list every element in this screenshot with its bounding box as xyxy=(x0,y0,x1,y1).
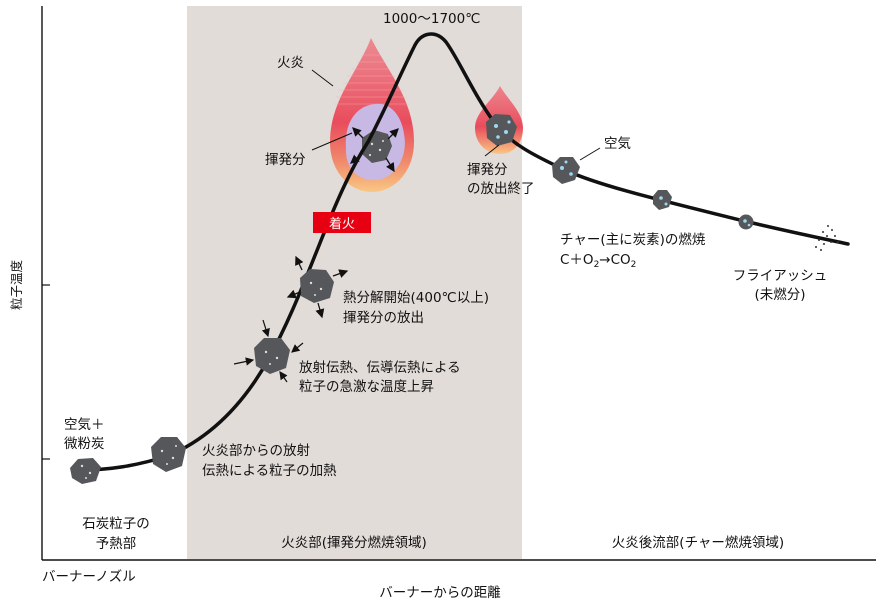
coal-air-label-1: 空気＋ xyxy=(64,417,105,433)
pyrolysis-label-2: 揮発分の放出 xyxy=(343,310,424,326)
ignition-label: 着火 xyxy=(329,216,355,232)
particle-char xyxy=(552,157,580,184)
coal-air-label-2: 微粉炭 xyxy=(64,436,105,452)
fly-ash-label-2: (未燃分) xyxy=(754,286,805,303)
rapid-rise-label-2: 粒子の急激な温度上昇 xyxy=(299,379,434,395)
pyrolysis-label-1: 熱分解開始(400℃以上) xyxy=(343,290,489,306)
volatile-end-label-2: の放出終了 xyxy=(467,181,535,197)
fly-ash-dots xyxy=(815,225,839,251)
rapid-rise-label-1: 放射伝熱、伝導伝熱による xyxy=(299,360,461,376)
preheat-region-label-1: 石炭粒子の xyxy=(82,516,150,532)
flame-label: 火炎 xyxy=(277,55,304,71)
particle-rapid-rise-arrows xyxy=(233,319,304,383)
particle-start xyxy=(70,458,101,484)
y-axis-label: 粒子温度 xyxy=(9,260,24,311)
temperature-curve xyxy=(78,32,850,472)
char-burn-label: チャー(主に炭素)の燃焼 xyxy=(560,231,706,248)
particle-char-small xyxy=(653,190,672,210)
air-label: 空気 xyxy=(604,136,631,152)
radiant-heating-label-1: 火炎部からの放射 xyxy=(202,443,310,459)
particle-volatile-end xyxy=(486,114,517,146)
pointer-lines xyxy=(311,69,601,161)
ignition-badge xyxy=(313,212,371,233)
x-axis-label: バーナーからの距離 xyxy=(379,585,501,601)
particle-heating xyxy=(151,437,186,472)
particle-char-tiny xyxy=(738,214,754,230)
peak-temperature-label: 1000～1700℃ xyxy=(383,11,480,27)
x-origin-label: バーナーノズル xyxy=(42,569,136,585)
post-flame-region-label: 火炎後流部(チャー燃焼領域) xyxy=(612,534,784,551)
preheat-region-label-2: 予熱部 xyxy=(96,536,137,552)
flame-region-label: 火炎部(揮発分燃焼領域) xyxy=(281,534,427,551)
fly-ash-label-1: フライアッシュ xyxy=(733,268,828,284)
volatile-label: 揮発分 xyxy=(265,152,306,168)
particle-pyrolysis xyxy=(300,269,334,303)
particle-rapid-rise xyxy=(254,338,290,374)
volatile-end-label-1: 揮発分 xyxy=(467,162,508,178)
radiant-heating-label-2: 伝熱による粒子の加熱 xyxy=(202,463,337,479)
particle-pyrolysis-arrows xyxy=(286,255,349,319)
reaction-label: C＋O2→CO2 xyxy=(560,252,636,270)
flame-stripes xyxy=(334,54,409,105)
